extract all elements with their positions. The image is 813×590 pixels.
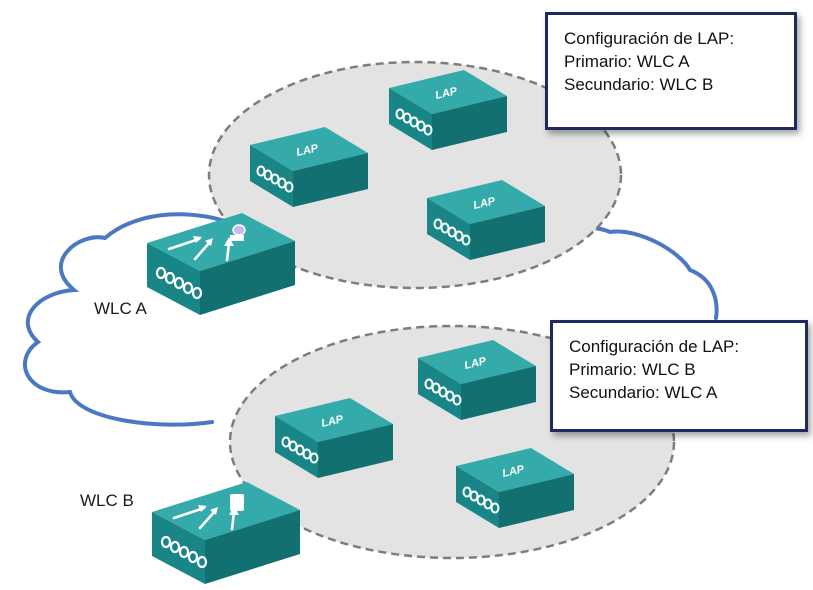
lap-label: LAP [472, 195, 497, 212]
bottom-lap-3: LAP [455, 447, 575, 529]
config-secondary: Secundario: WLC A [569, 383, 718, 402]
lap-label: LAP [320, 413, 345, 430]
lap-label: LAP [295, 142, 320, 159]
config-primary: Primario: WLC A [564, 52, 690, 71]
config-title: Configuración de LAP: [569, 337, 740, 356]
user-badge-icon [230, 235, 244, 241]
lap-label: LAP [434, 85, 459, 102]
lap-label: LAP [501, 463, 526, 480]
top-lap-3: LAP [426, 179, 546, 261]
lap-label: LAP [463, 355, 488, 372]
top-config-box: Configuración de LAP: Primario: WLC A Se… [545, 12, 797, 130]
config-title: Configuración de LAP: [564, 29, 735, 48]
bottom-lap-1: LAP [417, 339, 537, 421]
wlc-b-label: WLC B [80, 491, 134, 510]
wlc-a-device [145, 211, 297, 317]
top-lap-2: LAP [249, 126, 369, 208]
wlc-b-device [150, 480, 302, 586]
bottom-lap-2: LAP [274, 397, 394, 479]
config-secondary: Secundario: WLC B [564, 75, 714, 94]
document-icon [230, 494, 244, 511]
user-badge-icon [232, 224, 246, 236]
config-primary: Primario: WLC B [569, 360, 696, 379]
bottom-config-box: Configuración de LAP: Primario: WLC B Se… [550, 320, 808, 432]
top-lap-1: LAP [388, 69, 508, 151]
wlc-a-label: WLC A [94, 299, 148, 318]
